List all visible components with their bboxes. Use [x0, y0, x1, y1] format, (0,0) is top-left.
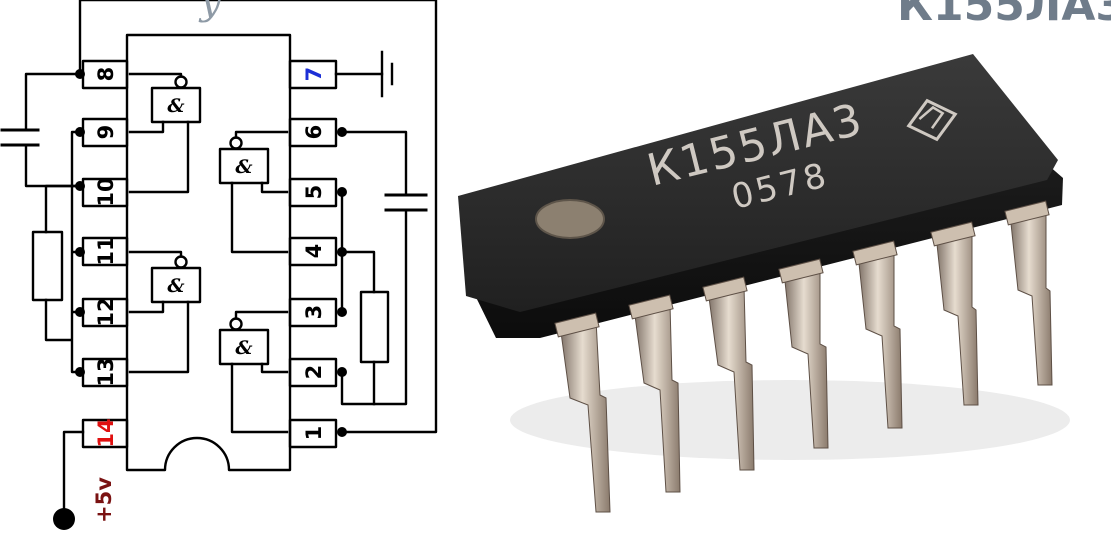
chip-shadow — [510, 380, 1070, 460]
schematic-diagram — [0, 0, 438, 519]
chip-leg-shoulders — [554, 200, 1050, 338]
pin-number-13: 13 — [94, 357, 118, 386]
pin-number-7: 7 — [302, 67, 326, 82]
pin-number-8: 8 — [94, 67, 118, 82]
pin-number-3: 3 — [302, 305, 326, 320]
nand-gate-upper-right — [218, 130, 289, 254]
nand-gate-lower-left — [128, 250, 202, 374]
gate-symbol-1: & — [167, 95, 184, 117]
left-pin-numbers: 8 9 10 11 12 13 14 — [94, 67, 118, 448]
pin-number-11: 11 — [94, 236, 118, 265]
handwritten-fragment: у — [198, 0, 222, 23]
right-resistor-icon — [359, 290, 390, 364]
pin1-dimple — [535, 199, 605, 239]
chip-body-top — [458, 54, 1058, 312]
feedback-wire — [78, 0, 438, 434]
gate-symbol-3: & — [235, 156, 252, 178]
pin-number-9: 9 — [94, 125, 118, 140]
pin-number-10: 10 — [94, 177, 118, 206]
pin-number-5: 5 — [302, 185, 326, 200]
nand-gate-lower-right — [218, 310, 289, 434]
supply-label: +5v — [92, 477, 116, 523]
pin-number-4: 4 — [302, 244, 326, 259]
gate-symbol-2: & — [167, 275, 184, 297]
chip-legs — [559, 209, 1053, 513]
ground-icon — [380, 50, 394, 98]
manufacturer-logo-icon — [906, 98, 958, 142]
supply-terminal-icon — [53, 508, 75, 530]
right-pin-numbers: 7 6 5 4 3 2 1 — [302, 67, 326, 441]
pin-number-12: 12 — [94, 297, 118, 326]
pin-number-1: 1 — [302, 426, 326, 441]
right-capacitor-icon — [384, 193, 428, 212]
left-capacitor-icon — [0, 128, 40, 147]
supply-wire — [62, 430, 85, 519]
pin-number-14: 14 — [94, 418, 118, 447]
left-resistor-wires — [44, 130, 82, 374]
pin-number-6: 6 — [302, 125, 326, 140]
ic-outline — [125, 33, 292, 472]
gate-symbols: & & & & — [167, 95, 252, 359]
right-pin-boxes — [288, 59, 338, 449]
corner-title: К155ЛА3 — [897, 0, 1111, 31]
nand-gate-upper-left — [128, 72, 202, 194]
chip-photo: К155ЛА3 0578 — [458, 54, 1070, 513]
pin-number-2: 2 — [302, 365, 326, 380]
junction-dots — [53, 69, 347, 530]
left-resistor-icon — [31, 230, 64, 302]
gate-symbol-4: & — [235, 337, 252, 359]
